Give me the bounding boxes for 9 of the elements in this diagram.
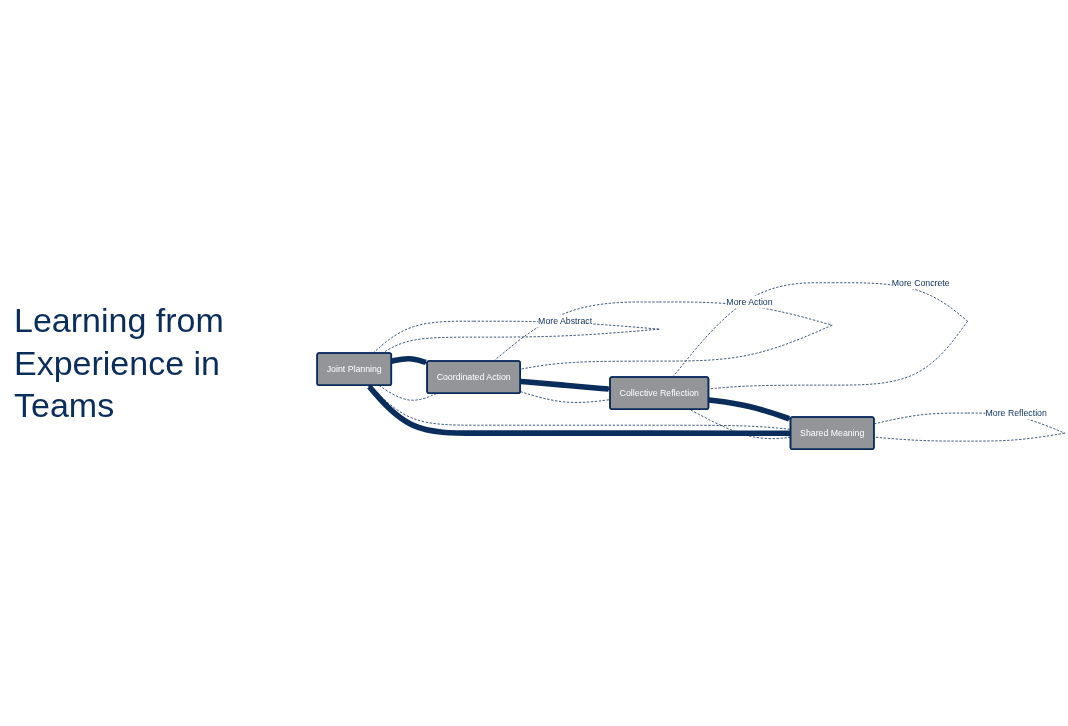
edge-label: More Abstract xyxy=(538,316,593,327)
diagram-title: Learning from Experience in Teams xyxy=(13,300,225,427)
edge-label: More Reflection xyxy=(985,408,1047,419)
arrow xyxy=(708,397,791,422)
edge-label: More Concrete xyxy=(891,278,950,288)
connector xyxy=(493,301,833,370)
edge-label: More Action xyxy=(726,297,773,308)
connector xyxy=(672,282,968,390)
arrow xyxy=(520,378,611,393)
